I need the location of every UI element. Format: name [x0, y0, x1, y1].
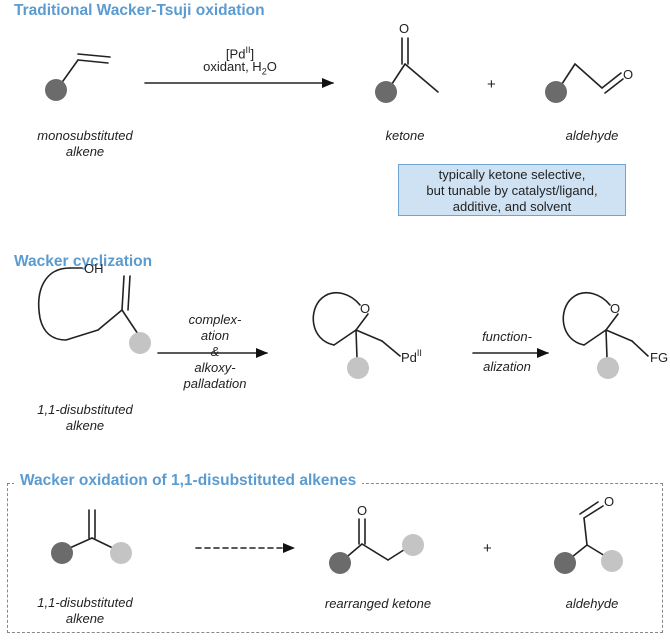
label-aldehyde-s3: aldehyde: [565, 596, 619, 611]
atom-pd: PdII: [401, 348, 422, 365]
light-sphere-s3-substrate: [110, 542, 132, 564]
atom-o-aldehyde: O: [623, 67, 633, 82]
dark-sphere-s1-substrate: [45, 79, 67, 101]
functionalized-product-structure: [562, 291, 649, 359]
monosubstituted-alkene-structure: [57, 53, 111, 89]
dark-sphere-s3-aldehyde: [554, 552, 576, 574]
atom-o-branched-aldehyde: O: [604, 494, 614, 509]
label-ketone: ketone: [385, 128, 425, 143]
ketone-structure: [387, 37, 439, 93]
disubstituted-alkene-structure: [62, 509, 120, 552]
light-sphere-s3-ketone: [402, 534, 424, 556]
atom-o-ring-product: O: [610, 301, 620, 316]
section3-title-mask: Wacker oxidation of 1,1-disubstituted al…: [14, 472, 363, 494]
atom-o-ketone: O: [399, 21, 409, 36]
rearranged-ketone-structure: [341, 518, 411, 562]
atom-o-ring-intermediate: O: [360, 301, 370, 316]
dark-sphere-s1-ketone: [375, 81, 397, 103]
atom-o-rearranged-ketone: O: [357, 503, 367, 518]
plus-sign-s3: +: [483, 540, 492, 557]
atom-oh: OH: [84, 261, 104, 276]
section-title-1-1-disubstituted: Wacker oxidation of 1,1-disubstituted al…: [20, 472, 357, 489]
dark-sphere-s1-aldehyde: [545, 81, 567, 103]
label-aldehyde-s1: aldehyde: [565, 128, 619, 143]
reagent-pd-catalyst: [PdII]: [225, 45, 255, 62]
reagent-oxidant-water: oxidant, H2O: [203, 59, 277, 77]
section-title-wacker-tsuji: Traditional Wacker-Tsuji oxidation: [14, 2, 265, 19]
dark-sphere-s3-ketone: [329, 552, 351, 574]
section-title-wacker-cyclization: Wacker cyclization: [14, 253, 153, 270]
selectivity-note-box: typically ketone selective,but tunable b…: [398, 164, 626, 216]
dark-sphere-s3-substrate: [51, 542, 73, 564]
arrow-label-functionalization-top: function-: [482, 329, 532, 344]
cyclized-pd-structure: [312, 291, 401, 359]
light-sphere-s3-aldehyde: [601, 550, 623, 572]
atom-fg: FG: [650, 350, 668, 365]
light-sphere-s2-substrate: [129, 332, 151, 354]
alkenol-structure: [38, 267, 139, 341]
arrow-label-functionalization-bottom: alization: [483, 359, 531, 374]
light-sphere-s2-intermediate: [347, 357, 369, 379]
substituent-spheres: [45, 79, 623, 574]
light-sphere-s2-product: [597, 357, 619, 379]
label-rearranged-ketone: rearranged ketone: [324, 596, 432, 611]
plus-sign-s1: +: [487, 76, 496, 93]
arrow-label-complexation: complex-ation&alkoxy-palladation: [183, 312, 247, 391]
aldehyde-structure: [557, 63, 624, 94]
branched-aldehyde-structure: [566, 501, 611, 562]
